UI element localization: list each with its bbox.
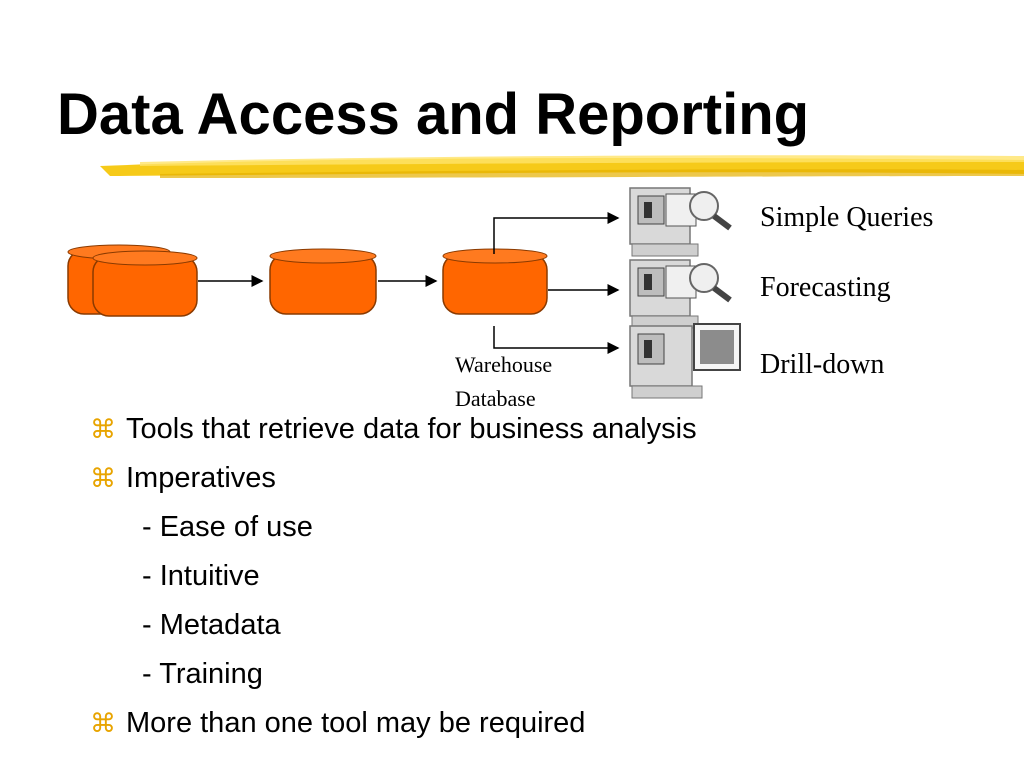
output-label-simple-queries: Simple Queries [760, 202, 934, 233]
sub-bullet-ease-of-use: - Ease of use [142, 511, 313, 543]
bullet-item-more-tools: ⌘ More than one tool may be required [90, 706, 585, 740]
warehouse-label-line2: Database [455, 386, 536, 411]
sub-bullet-training: - Training [142, 658, 263, 690]
title-underline-brushstroke [100, 155, 1024, 178]
bullet-text: Tools that retrieve data for business an… [126, 413, 697, 445]
sub-bullet-intuitive: - Intuitive [142, 560, 260, 592]
flow-arrow-drilldown [493, 326, 620, 354]
flow-arrow-queries [493, 212, 620, 254]
warehouse-database-label: Warehouse Database [455, 348, 552, 416]
warehouse-label-line1: Warehouse [455, 352, 553, 377]
output-label-drill-down: Drill-down [760, 349, 885, 380]
sub-bullet-metadata: - Metadata [142, 609, 281, 641]
source-database-icon [67, 244, 198, 317]
output-label-forecasting: Forecasting [760, 272, 891, 303]
command-bullet-icon: ⌘ [90, 463, 116, 493]
computer-magnifier-icon [629, 187, 732, 257]
computer-chart-icon [629, 323, 741, 399]
staging-database-icon [269, 248, 377, 315]
warehouse-database-icon [442, 248, 548, 315]
bullet-item-tools: ⌘ Tools that retrieve data for business a… [90, 412, 697, 446]
data-flow-diagram [67, 187, 741, 399]
command-bullet-icon: ⌘ [90, 414, 116, 444]
slide-title: Data Access and Reporting [57, 82, 810, 147]
computer-magnifier-icon [629, 259, 732, 329]
bullet-item-imperatives: ⌘ Imperatives [90, 461, 276, 495]
bullet-text: More than one tool may be required [126, 707, 586, 739]
command-bullet-icon: ⌘ [90, 708, 116, 738]
bullet-text: Imperatives [126, 462, 276, 494]
